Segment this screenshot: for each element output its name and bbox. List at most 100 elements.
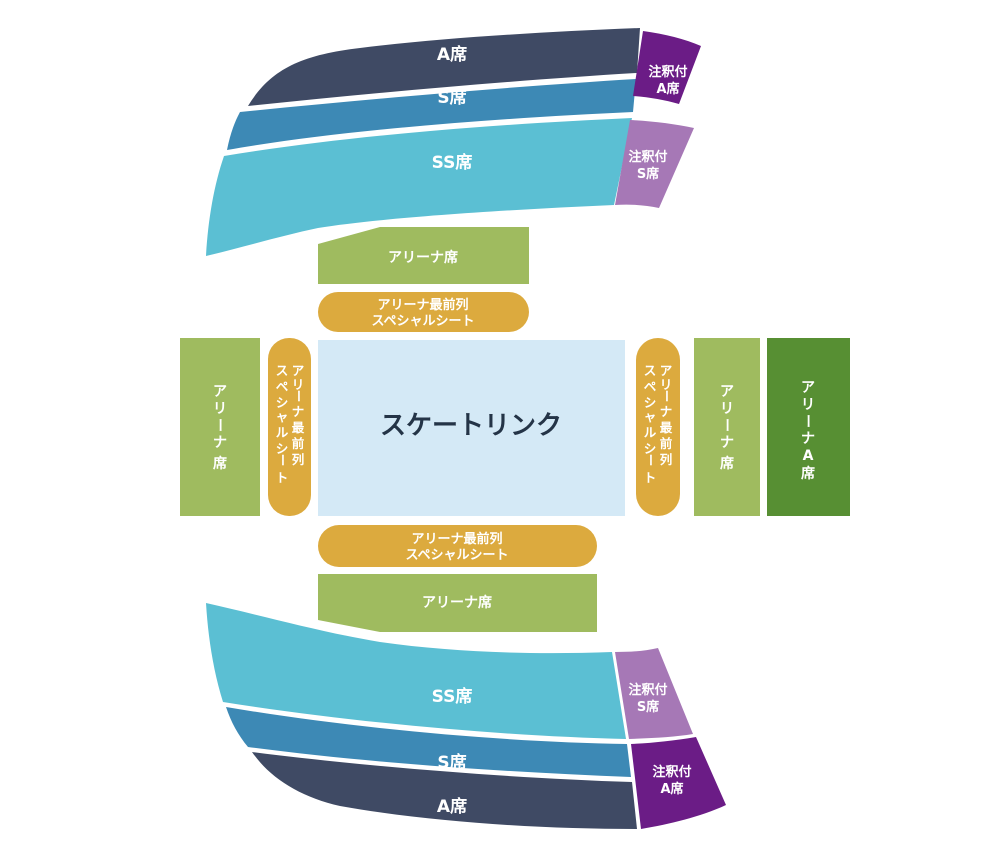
special-left-char: シ bbox=[276, 395, 289, 410]
bottom-s-seat-shape bbox=[226, 707, 631, 777]
top-annotated-a-section[interactable]: 注釈付 A席 bbox=[633, 31, 701, 104]
bottom-annotated-s-line1: 注釈付 bbox=[628, 682, 667, 698]
special-right-char: 列 bbox=[660, 452, 673, 467]
top-s-seat-shape bbox=[227, 79, 636, 150]
special-right-char: リ bbox=[660, 377, 673, 392]
special-right-char: シ bbox=[644, 395, 657, 410]
bottom-a-seat-section[interactable]: A席 bbox=[252, 752, 637, 829]
bottom-s-seat-label: S席 bbox=[437, 752, 466, 773]
arena-top-section[interactable]: アリーナ席 bbox=[318, 227, 529, 284]
bottom-ss-seat-shape bbox=[206, 603, 626, 739]
arena-right-shape bbox=[694, 338, 760, 516]
special-right-section[interactable]: ア リ ー ナ 最 前 列 ス ペ シ ャ ル シ ー ト bbox=[636, 338, 680, 516]
bottom-a-seat-label: A席 bbox=[437, 796, 467, 817]
bottom-annotated-s-section[interactable]: 注釈付 S席 bbox=[615, 648, 693, 739]
arena-a-char: リ bbox=[801, 397, 815, 413]
bottom-ss-seat-section[interactable]: SS席 bbox=[206, 603, 626, 739]
special-right-char: ル bbox=[644, 425, 657, 440]
arena-right-char: ー bbox=[718, 418, 734, 432]
bottom-annotated-a-shape bbox=[631, 737, 726, 829]
special-right-char: ー bbox=[643, 454, 658, 467]
top-ss-seat-shape bbox=[206, 118, 632, 256]
special-right-char: ナ bbox=[660, 404, 673, 419]
arena-left-char: ア bbox=[213, 384, 227, 400]
bottom-a-seat-shape bbox=[252, 752, 637, 829]
top-annotated-a-line2: A席 bbox=[656, 81, 679, 97]
special-top-shape bbox=[318, 292, 529, 332]
special-left-char: ー bbox=[275, 454, 290, 467]
top-ss-seat-section[interactable]: SS席 bbox=[206, 118, 632, 256]
special-right-label: ア リ ー ナ 最 前 列 ス ペ シ ャ ル シ ー ト bbox=[643, 363, 674, 485]
special-right-char: 前 bbox=[660, 436, 673, 451]
top-annotated-s-line1: 注釈付 bbox=[628, 149, 667, 165]
arena-a-shape bbox=[767, 338, 850, 516]
arena-left-char: リ bbox=[213, 401, 227, 417]
skate-rink-label: スケートリンク bbox=[380, 411, 562, 441]
special-right-char: ペ bbox=[644, 379, 657, 394]
arena-left-shape bbox=[180, 338, 260, 516]
top-annotated-a-shape bbox=[633, 31, 701, 104]
arena-left-char: ナ bbox=[213, 435, 227, 451]
bottom-annotated-a-section[interactable]: 注釈付 A席 bbox=[631, 737, 726, 829]
special-left-shape bbox=[268, 338, 311, 516]
bottom-stand: SS席 S席 A席 注釈付 S席 注釈付 A席 bbox=[206, 603, 726, 829]
arena-left-section[interactable]: ア リ ー ナ 席 bbox=[180, 338, 260, 516]
special-left-char: 列 bbox=[292, 452, 305, 467]
special-bottom-section[interactable]: アリーナ最前列 スペシャルシート bbox=[318, 525, 597, 567]
special-left-char: ャ bbox=[276, 409, 289, 424]
special-left-char: ー bbox=[291, 390, 306, 403]
top-ss-seat-label: SS席 bbox=[432, 152, 473, 173]
arena-a-char: ナ bbox=[801, 431, 815, 447]
special-bottom-line1: アリーナ最前列 bbox=[411, 531, 502, 547]
top-a-seat-label: A席 bbox=[437, 44, 467, 65]
arena-a-char: 席 bbox=[801, 465, 815, 482]
special-left-char: 前 bbox=[292, 436, 305, 451]
bottom-annotated-a-line1: 注釈付 bbox=[652, 764, 691, 780]
special-left-char: シ bbox=[276, 441, 289, 456]
arena-right-char: 席 bbox=[720, 455, 734, 472]
special-bottom-shape bbox=[318, 525, 597, 567]
top-annotated-s-shape bbox=[615, 120, 694, 208]
special-right-char: ア bbox=[660, 363, 673, 378]
bottom-annotated-s-line2: S席 bbox=[637, 699, 659, 715]
top-annotated-a-line1: 注釈付 bbox=[648, 64, 687, 80]
special-right-char: ト bbox=[644, 470, 657, 485]
special-left-char: ア bbox=[292, 363, 305, 378]
arena-a-char: A bbox=[803, 448, 814, 464]
bottom-s-seat-section[interactable]: S席 bbox=[226, 707, 631, 777]
special-right-char: ー bbox=[659, 390, 674, 403]
top-annotated-s-line2: S席 bbox=[637, 166, 659, 182]
special-left-char: リ bbox=[292, 377, 305, 392]
special-bottom-line2: スペシャルシート bbox=[405, 548, 508, 563]
arena-bottom-section[interactable]: アリーナ席 bbox=[318, 574, 597, 632]
top-stand: A席 S席 SS席 注釈付 A席 注釈付 S席 bbox=[206, 28, 701, 256]
special-left-char: ル bbox=[276, 425, 289, 440]
special-left-char: ト bbox=[276, 470, 289, 485]
arena-a-section[interactable]: ア リ ー ナ A 席 bbox=[767, 338, 850, 516]
special-top-section[interactable]: アリーナ最前列 スペシャルシート bbox=[318, 292, 529, 332]
arena-bottom-label: アリーナ席 bbox=[422, 594, 492, 611]
arena-left-char: ー bbox=[211, 418, 227, 432]
top-s-seat-section[interactable]: S席 bbox=[227, 79, 636, 150]
arena-top-label: アリーナ席 bbox=[388, 249, 458, 266]
skate-rink-shape bbox=[318, 340, 625, 516]
arena-right-label: ア リ ー ナ 席 bbox=[718, 384, 734, 472]
arena-a-char: ー bbox=[799, 414, 815, 428]
special-left-char: 最 bbox=[292, 420, 305, 435]
special-right-shape bbox=[636, 338, 680, 516]
arena-left-char: 席 bbox=[213, 455, 227, 472]
arena-a-char: ア bbox=[801, 380, 815, 396]
bottom-annotated-a-line2: A席 bbox=[660, 781, 683, 797]
arena-right-section[interactable]: ア リ ー ナ 席 bbox=[694, 338, 760, 516]
special-left-char: ナ bbox=[292, 404, 305, 419]
top-a-seat-shape bbox=[248, 28, 640, 106]
top-annotated-s-section[interactable]: 注釈付 S席 bbox=[615, 120, 694, 208]
special-top-line2: スペシャルシート bbox=[371, 314, 474, 329]
bottom-ss-seat-label: SS席 bbox=[432, 686, 473, 707]
special-left-section[interactable]: ア リ ー ナ 最 前 列 ス ペ シ ャ ル シ ー ト bbox=[268, 338, 311, 516]
bottom-annotated-s-shape bbox=[615, 648, 693, 739]
arena-right-char: ア bbox=[720, 384, 734, 400]
arena-a-label: ア リ ー ナ A 席 bbox=[799, 380, 815, 482]
top-a-seat-section[interactable]: A席 bbox=[248, 28, 640, 106]
